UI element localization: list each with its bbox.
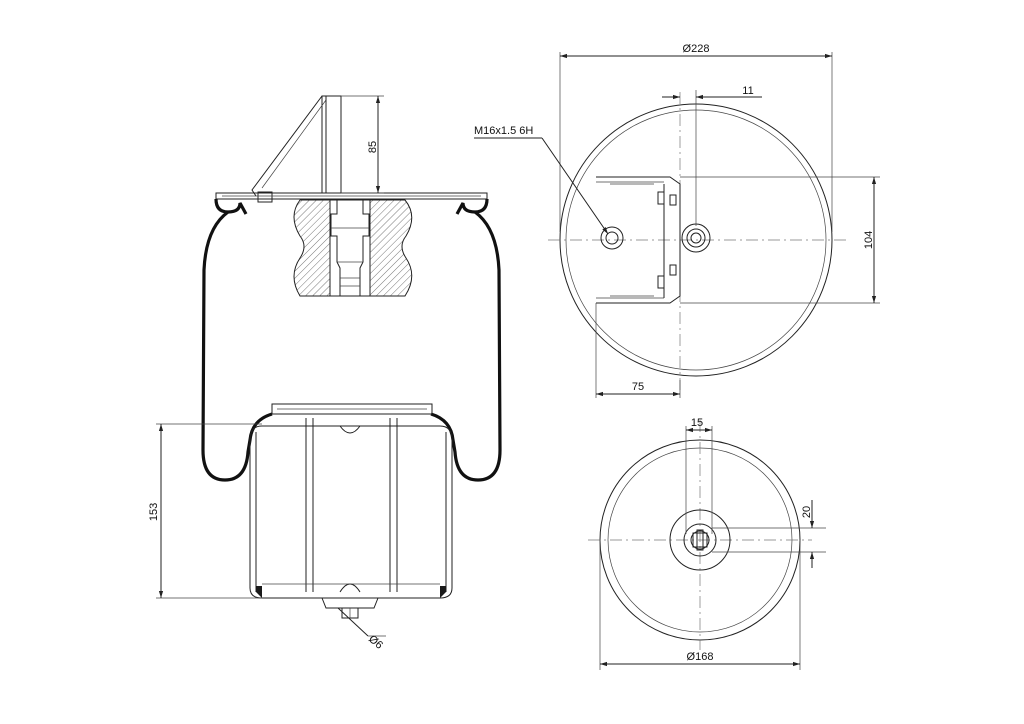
top-bracket-outline [596, 176, 681, 304]
top-plan-view: Ø228 11 M16x1.5 6H 104 75 [474, 43, 880, 398]
dim-hole-offset: 75 [632, 381, 644, 393]
bottom-plan-view: 15 20 Ø168 [588, 417, 826, 670]
dim-piston-height: 153 [148, 503, 160, 521]
dim-outer-diameter-bottom: Ø168 [687, 651, 714, 663]
dim-offset-top: 11 [742, 85, 753, 97]
dim-offset-bottom-vertical: 20 [801, 506, 813, 518]
top-plate [214, 192, 489, 215]
dim-bracket-width: 104 [863, 231, 875, 249]
thread-callout: M16x1.5 6H [474, 125, 533, 137]
dim-top-plate-height: 85 [367, 141, 379, 153]
dim-outer-diameter-top: Ø228 [683, 43, 710, 55]
mounting-bracket [251, 95, 342, 203]
internal-bumper [293, 199, 413, 297]
dim-offset-bottom: 15 [691, 417, 703, 429]
side-section-view: 85 153 Ø6 [148, 95, 502, 652]
piston [249, 403, 453, 619]
